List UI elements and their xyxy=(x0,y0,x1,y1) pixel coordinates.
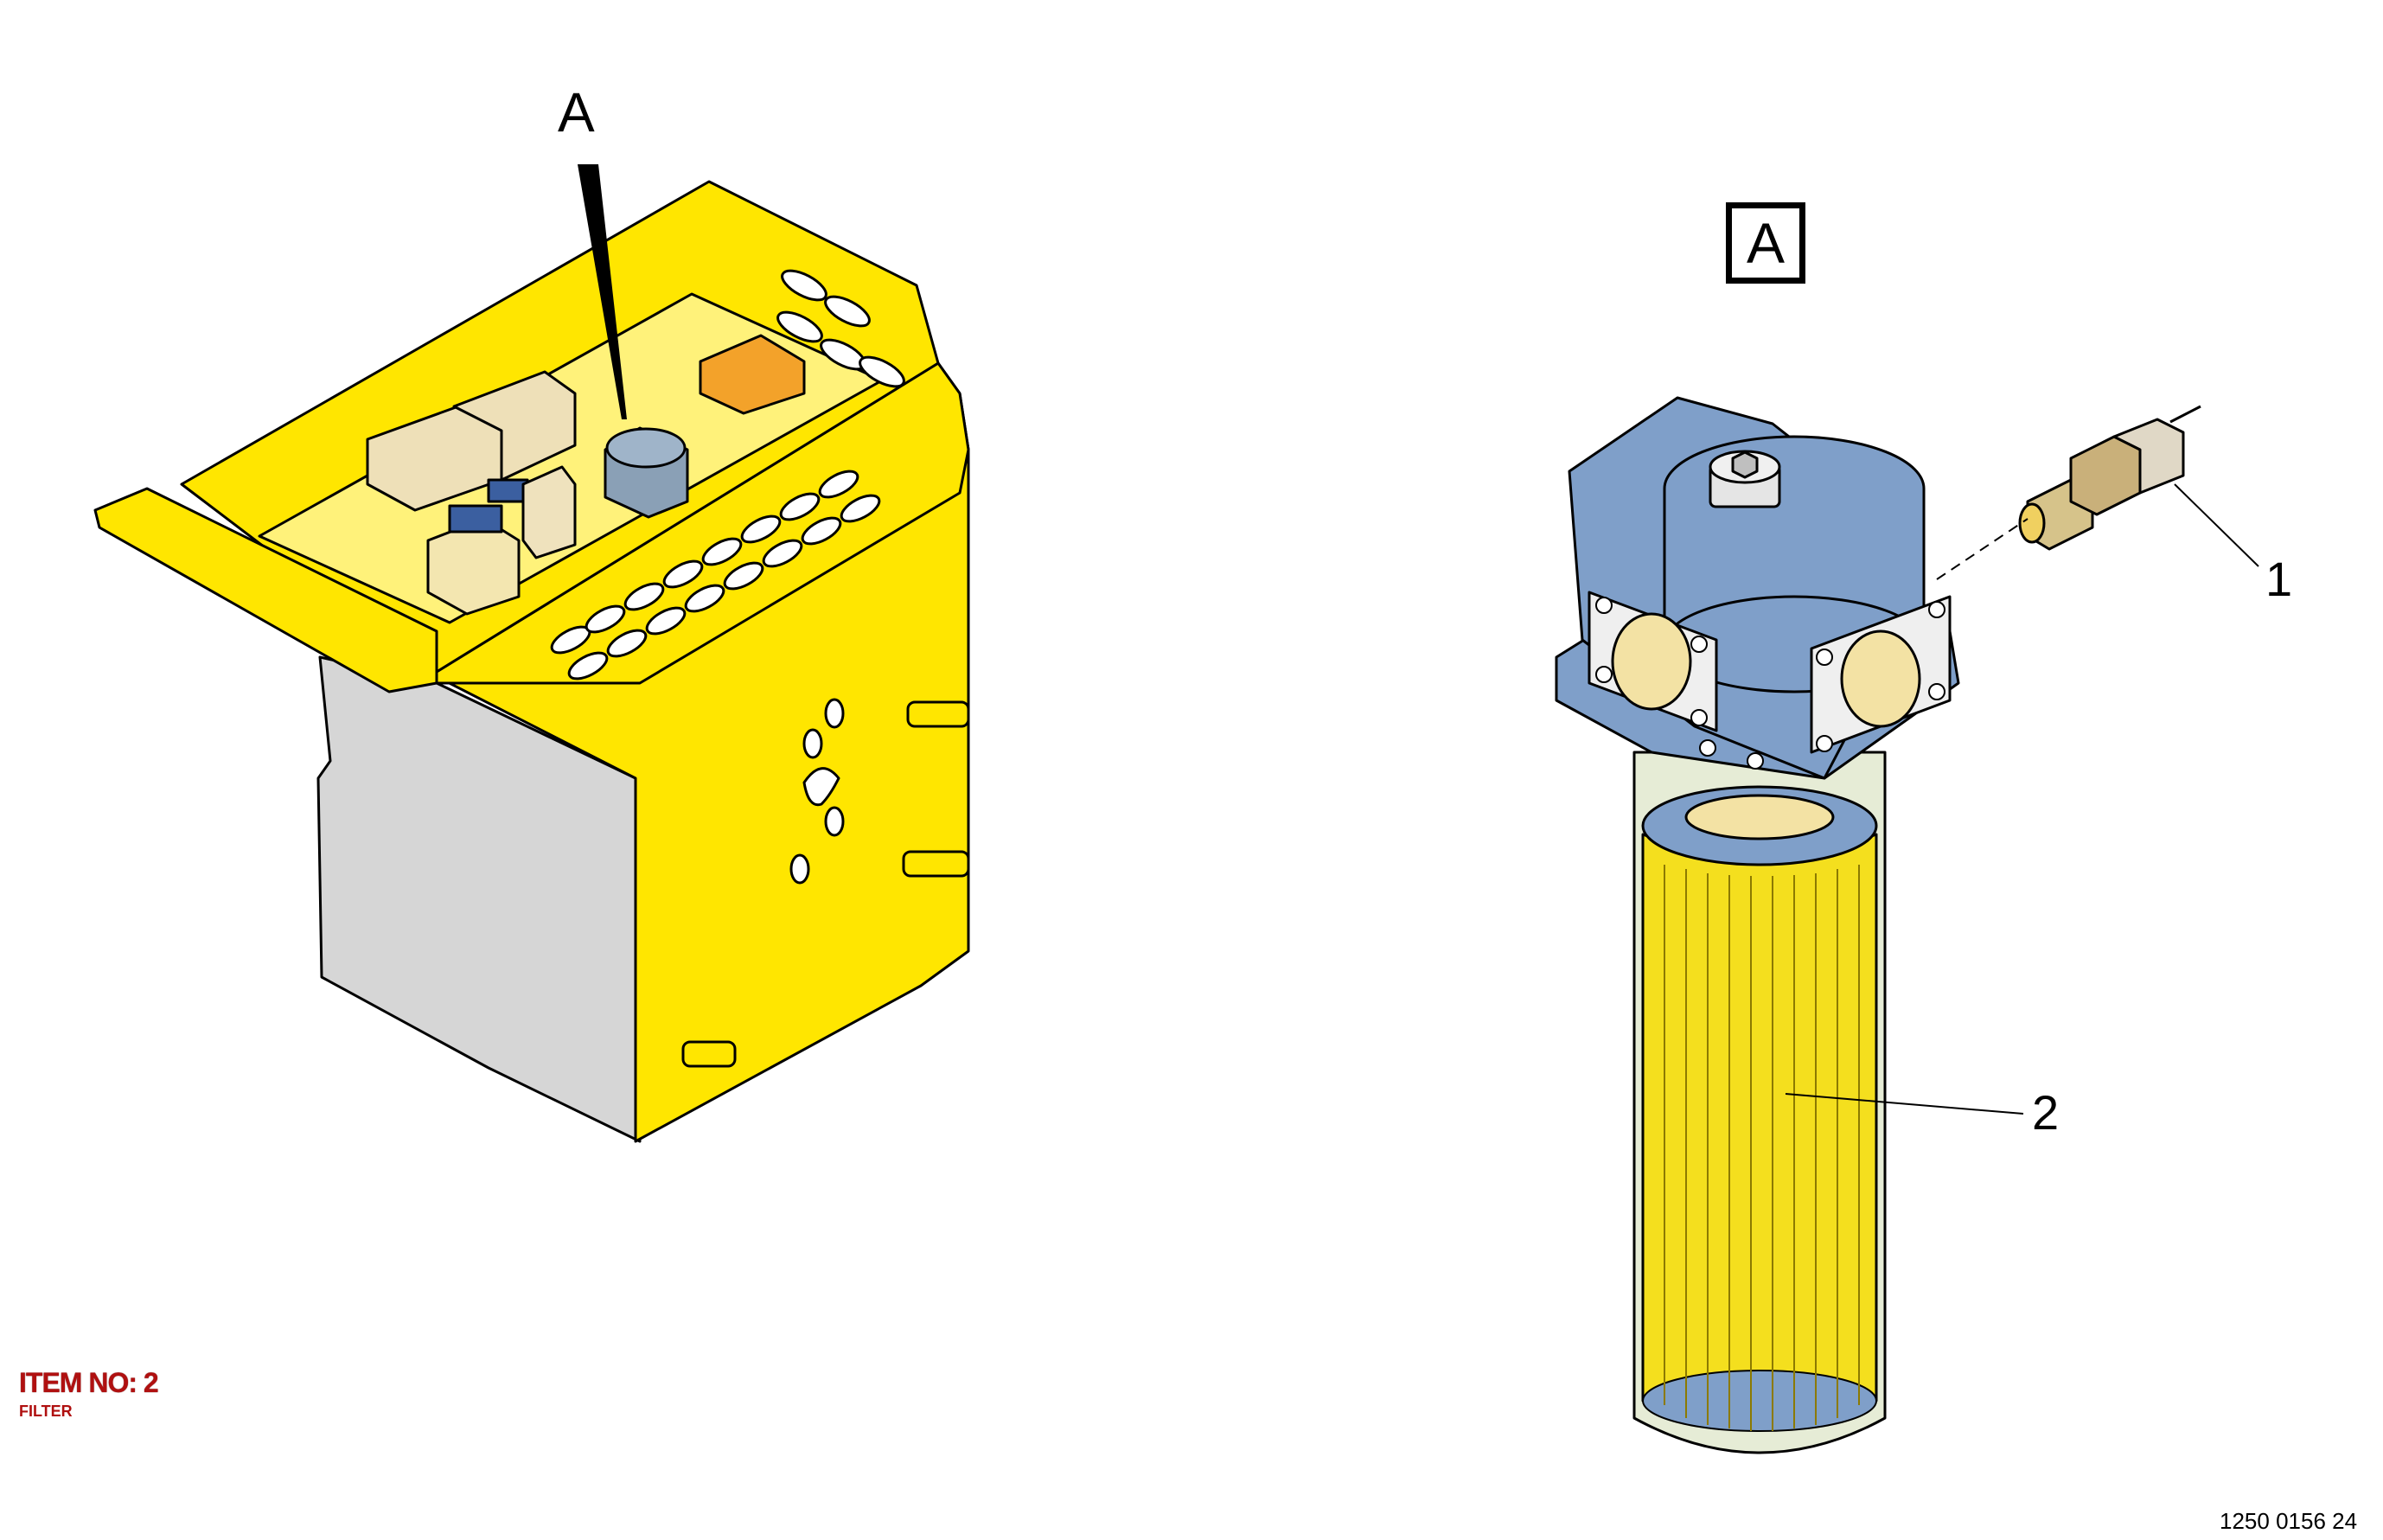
frame-filter-housing xyxy=(604,426,689,519)
view-a-box: A xyxy=(1726,202,1805,284)
left-mounting-bracket xyxy=(93,487,438,693)
leader-lines xyxy=(1785,483,2259,1115)
solenoid-valve-blocks xyxy=(366,334,806,616)
filter-assembly-view-a xyxy=(1555,396,1960,1454)
item-description-label: FILTER xyxy=(19,1403,73,1420)
connection-dash xyxy=(1936,518,2028,580)
pressure-indicator-part-1 xyxy=(2018,405,2201,551)
yellow-frame-assembly xyxy=(93,180,970,1143)
leader-part-2 xyxy=(1785,1093,2024,1115)
gray-side-panel xyxy=(316,655,642,1143)
drawing-number-label: 1250 0156 24 xyxy=(2220,1508,2358,1534)
callout-2-label: 2 xyxy=(2032,1085,2060,1140)
callout-1-label: 1 xyxy=(2265,552,2293,606)
view-a-label: A xyxy=(1746,211,1786,275)
leader-part-1 xyxy=(2174,483,2259,567)
frame-top-rim xyxy=(431,361,970,685)
callout-a-label: A xyxy=(558,81,595,144)
item-number-label: ITEM NO: 2 xyxy=(19,1367,159,1398)
filter-element-yellow xyxy=(1641,833,1878,1428)
callout-a-leader xyxy=(578,164,627,419)
